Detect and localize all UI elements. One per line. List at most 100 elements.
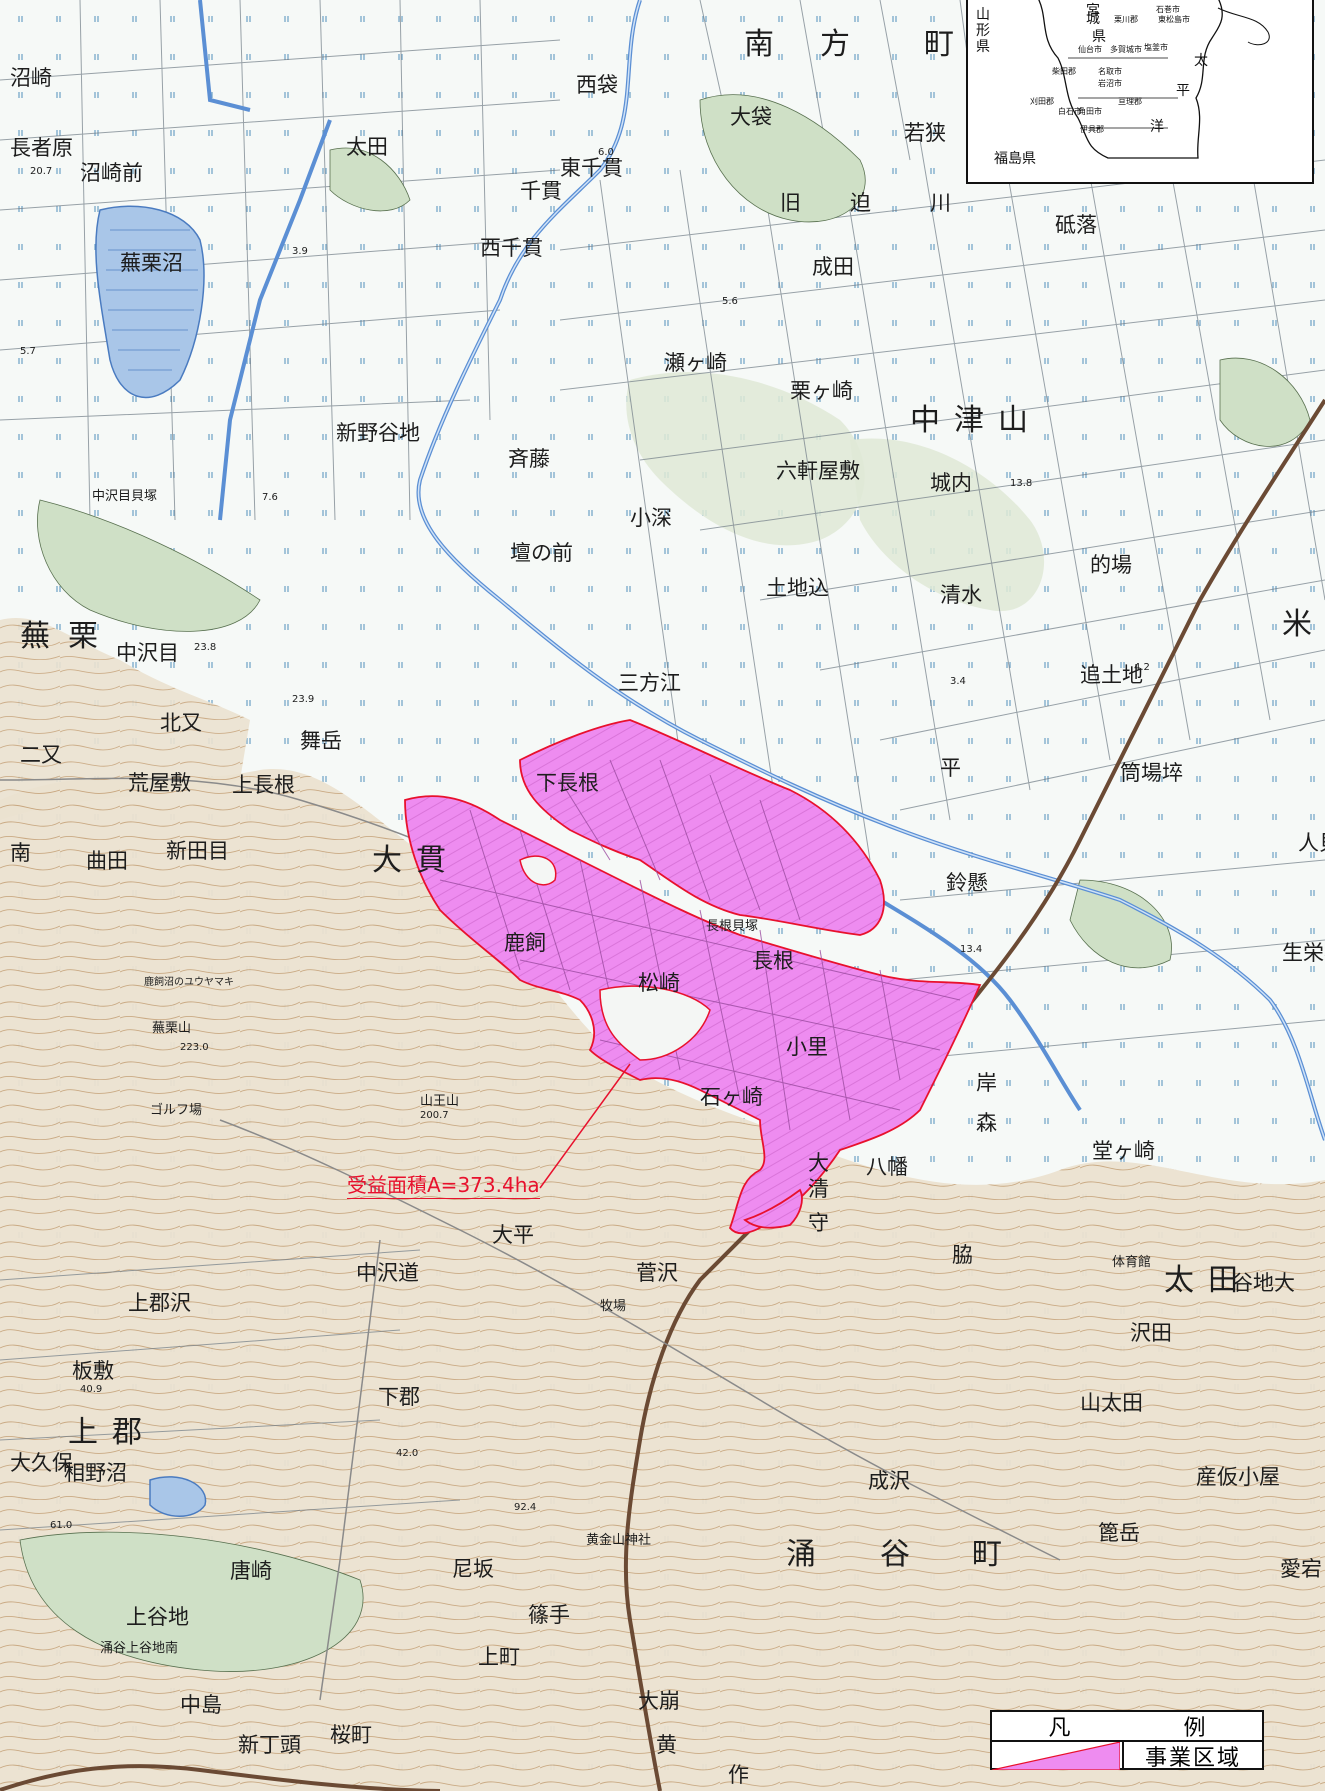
inset-coastline (1038, 0, 1270, 159)
spot-height: 7.6 (262, 492, 278, 503)
place-label: 八幡 (866, 1155, 908, 1179)
river-inner (417, 0, 1325, 1141)
place-label: 旧 (780, 191, 801, 215)
place-label: 涌谷上谷地南 (100, 1640, 178, 1656)
place-label: 大袋 (730, 105, 772, 129)
place-label: 砥落 (1055, 213, 1097, 237)
spot-height: 92.4 (514, 1502, 536, 1513)
place-label: 町 (972, 1537, 1016, 1572)
place-label: 舞岳 (300, 729, 342, 753)
inset-small-label: 多賀城市 (1110, 45, 1142, 54)
spot-height: 23.8 (194, 642, 216, 653)
place-label: 体育館 (1112, 1254, 1151, 1270)
place-label: 作 (728, 1763, 749, 1787)
place-label: 成沢 (868, 1469, 910, 1493)
place-label: 沼崎前 (80, 161, 143, 185)
place-label: 人貝 (1298, 831, 1325, 855)
place-label: 迫 (850, 191, 871, 215)
place-label: 的場 (1090, 553, 1132, 577)
place-label: 斉藤 (508, 447, 550, 471)
place-label: 生栄巻 (1282, 941, 1325, 965)
inset-label: 太 (1194, 53, 1208, 69)
inset-small-label: 塩釜市 (1144, 43, 1168, 52)
place-label: 産仮小屋 (1196, 1465, 1280, 1489)
inset-label: 宮 (1086, 3, 1100, 19)
legend-header: 凡 例 (992, 1712, 1262, 1742)
place-label: 川 (930, 191, 951, 215)
place-label: 平 (940, 756, 961, 780)
place-label: 上谷地 (126, 1605, 189, 1629)
legend-swatch (992, 1742, 1124, 1770)
place-label: 方 (820, 27, 864, 62)
place-label: 守 (808, 1211, 829, 1235)
place-label: 下長根 (536, 771, 599, 795)
inset-small-label: 石巻市 (1156, 5, 1180, 14)
place-label: 下郡 (378, 1385, 420, 1409)
place-label: 大久保 (10, 1451, 73, 1475)
place-label: 新丁頭 (238, 1733, 301, 1757)
place-label: 相野沼 (64, 1461, 127, 1485)
place-label: 土地込 (766, 576, 829, 600)
place-label: 成田 (812, 255, 854, 279)
place-label: 北又 (160, 711, 202, 735)
inset-small-label: 名取市 (1098, 67, 1122, 76)
spot-height: 5.7 (20, 346, 36, 357)
area-leader-line (539, 1063, 631, 1189)
place-label: 山王山 (420, 1094, 459, 1109)
inset-label: 形 (976, 23, 990, 39)
place-label: 蕪栗山 (152, 1021, 191, 1036)
place-label: 脇 (952, 1243, 973, 1267)
hill-terrain-west (0, 618, 250, 820)
place-label: 中沢目 (116, 641, 179, 665)
place-label: 蕪 (20, 619, 64, 654)
place-label: 壇の前 (510, 541, 573, 565)
aino-numa-pond (149, 1476, 207, 1517)
legend-title-left: 凡 (1048, 1716, 1071, 1741)
area-exclusion-2 (599, 985, 711, 1061)
place-label: 城内 (930, 471, 972, 495)
spot-height: 20.7 (30, 166, 52, 177)
place-label: 曲田 (86, 849, 128, 873)
place-label: 中沢道 (356, 1261, 419, 1285)
place-label: 小深 (630, 506, 672, 530)
place-label: 栗ヶ崎 (790, 379, 853, 403)
place-label: 山太田 (1080, 1391, 1143, 1415)
place-label: 大 (808, 1151, 829, 1175)
place-label: 愛宕 (1280, 1557, 1322, 1581)
place-label: 板敷 (72, 1359, 114, 1383)
place-label: 若狭 (904, 121, 946, 145)
place-label: 三方江 (618, 671, 681, 695)
legend-title-right: 例 (1183, 1716, 1206, 1741)
place-label: 太田 (346, 135, 388, 159)
place-label: 町 (924, 27, 968, 62)
place-label: 新野谷地 (336, 421, 420, 445)
inset-label: 県 (976, 39, 990, 55)
place-label: 大平 (492, 1223, 534, 1247)
project-area-tip (743, 1188, 803, 1229)
inset-label: 山 (976, 7, 990, 23)
place-label: 栗 (68, 619, 112, 654)
place-label: 松崎 (638, 971, 680, 995)
place-label: 追土地 (1080, 663, 1143, 687)
inset-small-label: 白石市 (1058, 107, 1082, 116)
inset-small-label: 柴田郡 (1052, 67, 1076, 76)
spot-height: 13.4 (960, 944, 982, 955)
place-label: 西千貫 (480, 236, 543, 260)
inset-small-label: 仙台市 (1078, 45, 1102, 54)
place-label: 中沢目貝塚 (92, 489, 157, 504)
place-label: 東千貫 (560, 156, 623, 180)
spot-height: 13.8 (1010, 478, 1032, 489)
spot-height: 223.0 (180, 1042, 209, 1053)
place-label: 米 (1282, 607, 1325, 642)
place-label: 鹿飼 (504, 931, 546, 955)
place-label: 上長根 (232, 773, 295, 797)
place-label: ゴルフ場 (150, 1102, 202, 1118)
place-label: 篠手 (528, 1603, 570, 1627)
place-label: 長根 (752, 949, 794, 973)
place-label: 二又 (20, 743, 62, 767)
place-label: 牧場 (600, 1299, 626, 1314)
spot-height: 200.7 (420, 1110, 449, 1121)
legend: 凡 例 事業区域 (990, 1710, 1264, 1771)
spot-height: 3.9 (292, 246, 308, 257)
